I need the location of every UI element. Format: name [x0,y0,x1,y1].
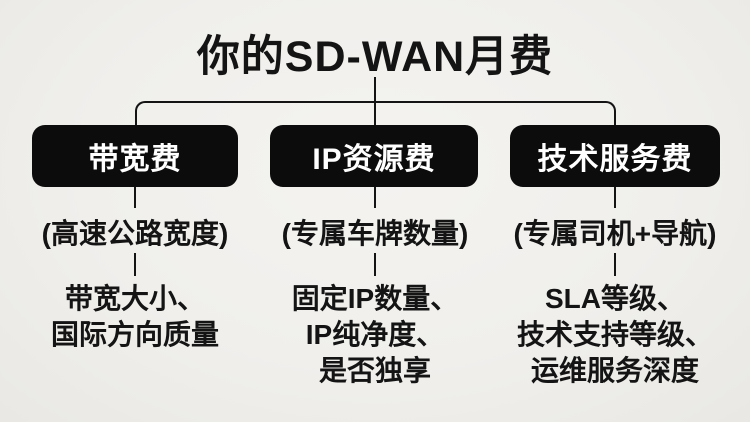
analogy-ip-resource: (专属车牌数量) [281,218,469,249]
connector-dash-ip-resource [373,253,377,276]
factor-line: 带宽大小、 [64,283,205,314]
factors-tech-service: SLA等级、 技术支持等级、 运维服务深度 [490,281,740,389]
connector-dash-bandwidth [133,253,137,276]
node-ip-resource-fee: IP资源费 [270,125,478,187]
factor-line: 运维服务深度 [530,355,699,386]
node-bandwidth-fee-label: 带宽费 [88,143,182,176]
node-ip-resource-fee-label: IP资源费 [312,143,436,176]
connector-dash-tech-service [613,253,617,276]
analogy-bandwidth: (高速公路宽度) [41,218,229,249]
factor-line: 技术支持等级、 [516,319,713,350]
factor-line: 固定IP数量、 [291,283,459,314]
node-tech-service-fee: 技术服务费 [510,125,720,187]
analogy-tech-service: (专属司机+导航) [513,218,717,249]
factor-line: IP纯净度、 [305,319,445,350]
diagram-title: 你的SD-WAN月费 [196,33,554,81]
factor-line: 国际方向质量 [50,319,219,350]
connector-stem-tech-service [613,187,617,208]
factor-line: 是否独享 [318,355,431,386]
connector-stem-bandwidth [133,187,137,208]
factors-ip-resource: 固定IP数量、 IP纯净度、 是否独享 [250,281,500,389]
node-tech-service-fee-label: 技术服务费 [537,143,693,176]
factor-line: SLA等级、 [544,283,685,314]
factors-bandwidth: 带宽大小、 国际方向质量 [10,281,260,353]
connector-bracket [135,101,616,127]
connector-stem-ip-resource [373,187,377,208]
node-bandwidth-fee: 带宽费 [32,125,238,187]
